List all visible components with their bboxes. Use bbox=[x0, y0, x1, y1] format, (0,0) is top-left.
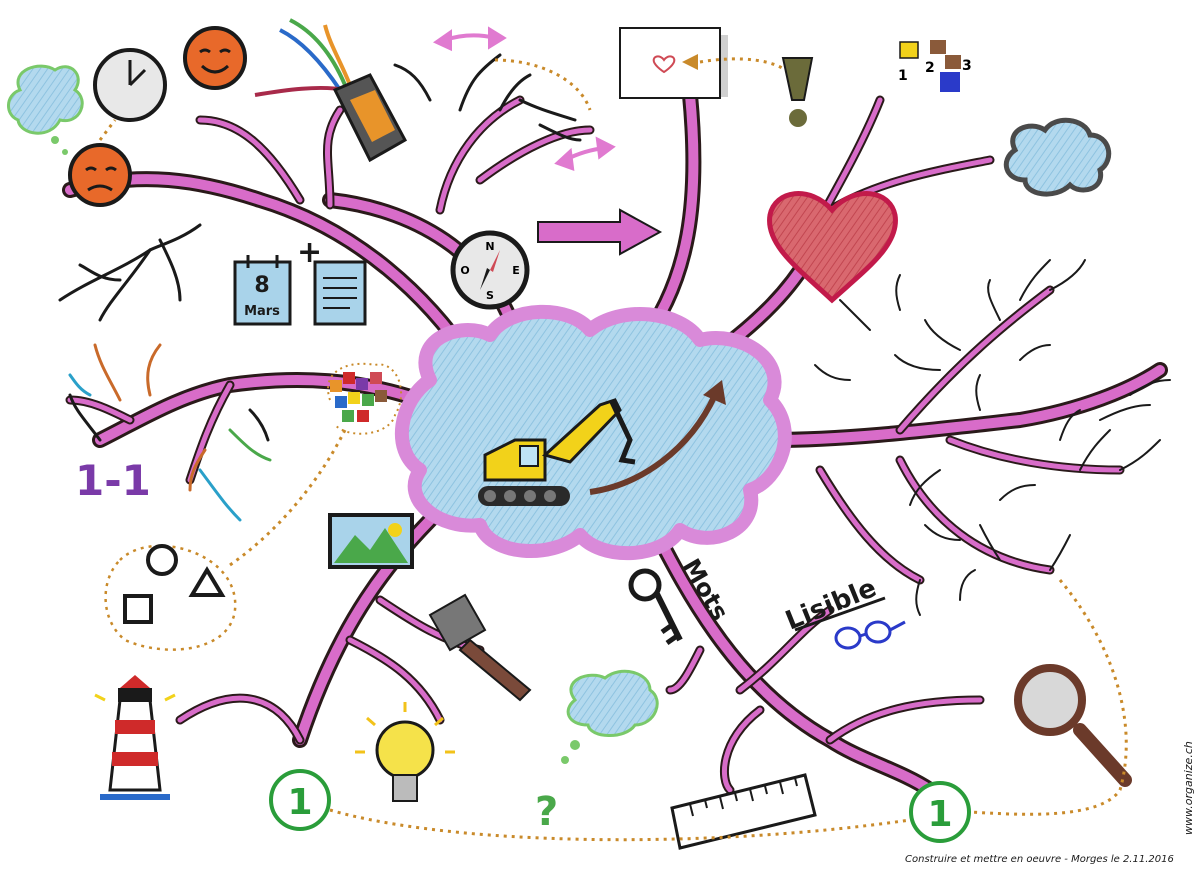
clock-icon bbox=[93, 48, 167, 122]
one-left-label: 1 bbox=[287, 782, 312, 823]
hammer-icon bbox=[428, 593, 532, 702]
magnifier-icon bbox=[1014, 664, 1132, 787]
green-one-badge-right: 1 bbox=[909, 781, 971, 843]
sad-face-icon bbox=[68, 143, 132, 207]
one-right-label: 1 bbox=[927, 794, 952, 835]
compass-e: E bbox=[512, 264, 520, 277]
central-cloud bbox=[394, 304, 792, 561]
question-cloud-icon bbox=[561, 669, 659, 764]
thought-cloud-icon bbox=[7, 64, 84, 155]
card-heart-icon bbox=[619, 27, 728, 99]
question-mark: ? bbox=[535, 789, 558, 835]
dotted-link-bottom bbox=[329, 808, 911, 842]
compass-s: S bbox=[486, 289, 494, 302]
rank-2: 2 bbox=[925, 60, 935, 76]
footer-note: Construire et mettre en oeuvre - Morges … bbox=[905, 854, 1174, 865]
website-label: www.organize.ch bbox=[1182, 741, 1195, 835]
right-arrow-icon bbox=[537, 208, 663, 256]
shapes-icon bbox=[104, 544, 237, 651]
ruler-icon bbox=[670, 773, 817, 850]
excavator-icon bbox=[478, 398, 636, 506]
compass-icon: N E S O bbox=[450, 230, 530, 310]
heart-icon bbox=[767, 191, 898, 304]
calendar-month: Mars bbox=[244, 304, 280, 319]
lightbulb-icon bbox=[355, 702, 455, 802]
calendar-icon: 8 Mars bbox=[233, 255, 292, 326]
dotted-link-left bbox=[229, 429, 347, 567]
rank-3: 3 bbox=[962, 58, 972, 74]
double-arrow-icon bbox=[432, 26, 616, 171]
colored-squares-icon bbox=[327, 362, 403, 435]
calendar-day: 8 bbox=[254, 273, 269, 298]
rank-1: 1 bbox=[898, 68, 908, 84]
grey-cloud-icon bbox=[1003, 117, 1112, 197]
document-icon bbox=[313, 260, 367, 326]
dotted-link-faces bbox=[98, 119, 117, 141]
podium-blocks-icon: 1 2 3 bbox=[898, 40, 972, 92]
compass-o: O bbox=[460, 264, 469, 277]
landscape-picture-icon bbox=[328, 513, 414, 569]
key-icon bbox=[628, 568, 683, 646]
one-to-one-label: 1-1 bbox=[75, 456, 151, 505]
lighthouse-icon bbox=[94, 675, 176, 800]
growth-arrow-icon bbox=[589, 380, 726, 495]
dotted-link-right bbox=[969, 579, 1128, 816]
glasses-icon bbox=[834, 620, 906, 650]
happy-face-icon bbox=[183, 26, 247, 90]
compass-n: N bbox=[485, 240, 494, 253]
exclamation-icon bbox=[781, 57, 814, 127]
green-one-badge-left: 1 bbox=[269, 769, 331, 831]
markers-icon bbox=[254, 18, 408, 163]
